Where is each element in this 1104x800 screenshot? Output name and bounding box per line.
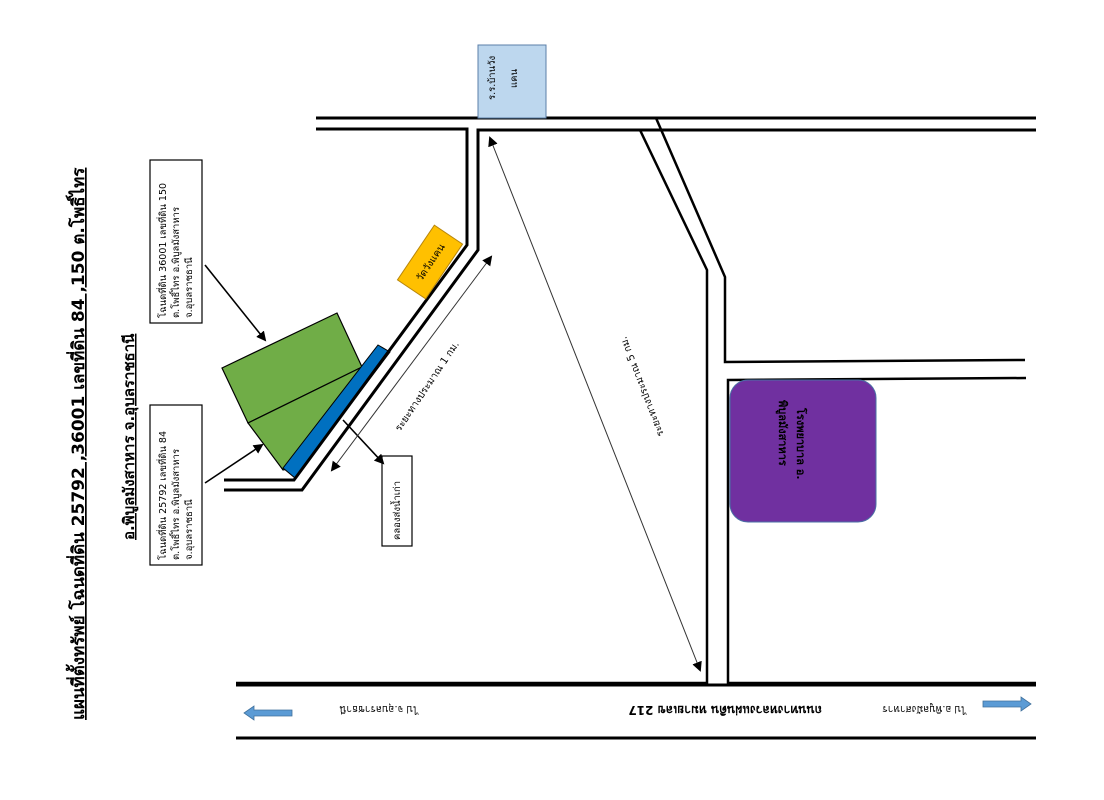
school-label-line1: ร.ร.บ้านวัง bbox=[487, 56, 498, 100]
arrow-right-icon bbox=[982, 696, 1032, 712]
canal-label: คลองส่งน้ำเก่า bbox=[390, 481, 403, 540]
school-landmark: ร.ร.บ้านวัง แคน bbox=[477, 44, 547, 119]
distance-5km-arrow bbox=[488, 136, 702, 672]
access-road-edge-inner bbox=[224, 127, 469, 482]
map-subtitle: อ.พิบูลมังสาหาร จ.อุบลราชธานี bbox=[120, 333, 139, 540]
parcel-36001-line2: ต.โพธิ์ไทร อ.พิบูลมังสาหาร bbox=[168, 207, 182, 318]
parcel-label-36001: โฉนดที่ดิน 36001 เลขที่ดิน 150 ต.โพธิ์ไท… bbox=[149, 159, 203, 324]
parcel-25792-line2: ต.โพธิ์ไทร อ.พิบูลมังสาหาร bbox=[168, 449, 182, 560]
hospital-landmark: โรงพยาบาล อ. พิบูลมังสาหาร bbox=[729, 379, 877, 523]
to-ubon-label: ไป จ.อุบลราชธานี bbox=[339, 703, 419, 715]
parcel-label-25792: โฉนดที่ดิน 25792 เลขที่ดิน 84 ต.โพธิ์ไทร… bbox=[149, 404, 203, 566]
hospital-label-line1: โรงพยาบาล อ. bbox=[794, 407, 808, 480]
school-label-line2: แคน bbox=[509, 69, 520, 88]
arrow-left-icon bbox=[243, 705, 293, 721]
parcel-25792-line3: จ.อุบลราชธานี bbox=[183, 499, 195, 560]
canal-label-box: คลองส่งน้ำเก่า bbox=[381, 455, 413, 547]
distance-5km-label: ระยะทางประมาณ 5 กม. bbox=[618, 335, 666, 438]
highway-label: ถนนทางหลวงแผ่นดิน หมายเลข 217 bbox=[628, 703, 822, 717]
side-road-branch-edge bbox=[726, 376, 1036, 685]
parcel-36001-line3: จ.อุบลราชธานี bbox=[183, 257, 195, 318]
parcel-25792-line1: โฉนดที่ดิน 25792 เลขที่ดิน 84 bbox=[156, 431, 169, 560]
leader-arrow-25792 bbox=[204, 443, 264, 484]
access-road-edge-right bbox=[224, 128, 1036, 492]
hospital-label-line2: พิบูลมังสาหาร bbox=[775, 400, 789, 466]
canal-leader-arrow bbox=[342, 419, 385, 465]
side-road-right-edge bbox=[654, 117, 1026, 364]
distance-1km-arrow bbox=[330, 255, 493, 472]
parcel-36001-line1: โฉนดที่ดิน 36001 เลขที่ดิน 150 bbox=[156, 183, 169, 318]
map-title: แผนที่ตั้งทรัพย์ โฉนดที่ดิน 25792 ,36001… bbox=[65, 167, 89, 720]
to-phibun-label: ไป อ.พิบูลมังสาหาร bbox=[882, 703, 967, 715]
leader-arrow-36001 bbox=[204, 264, 267, 342]
